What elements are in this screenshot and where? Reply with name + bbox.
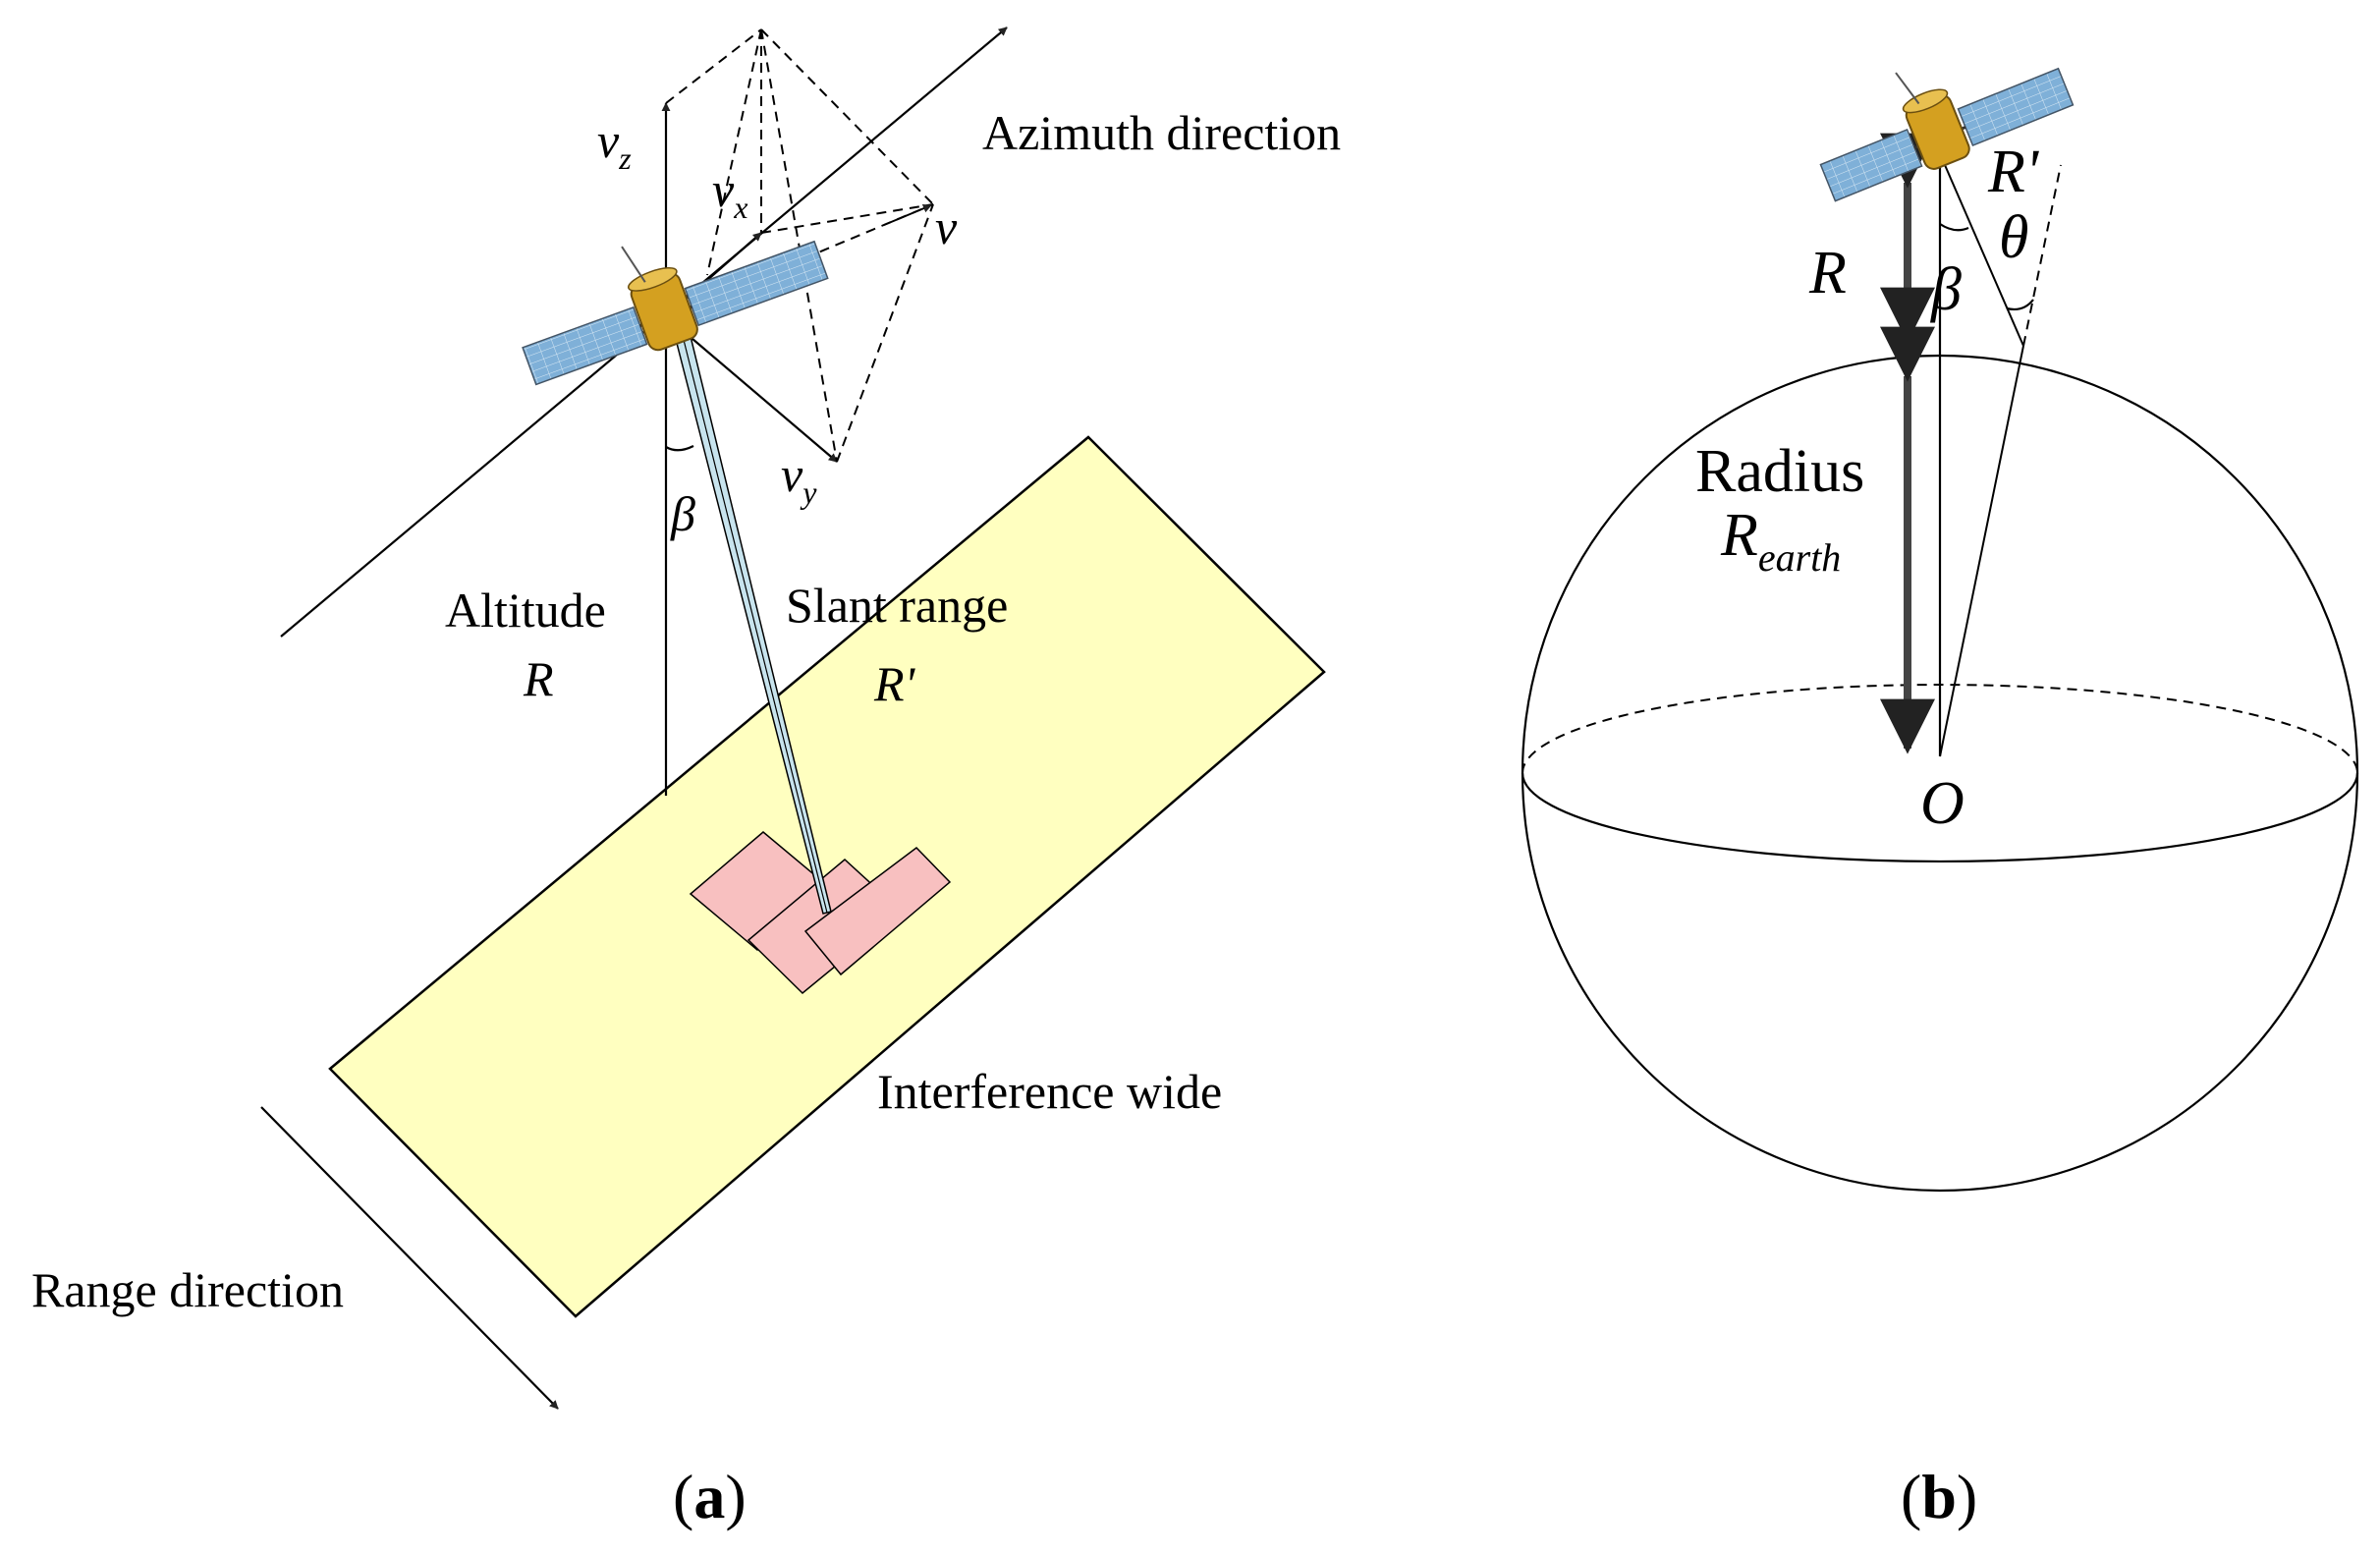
- beta-label-b: β: [1930, 256, 1962, 323]
- beam-footprints: [689, 831, 952, 995]
- swath-label: Interference wide: [877, 1064, 1222, 1119]
- theta-reference-line: [2022, 164, 2062, 347]
- panel-a: Azimuth direction Range direction Altitu…: [31, 27, 1341, 1531]
- vz-label: vz: [597, 113, 632, 176]
- altitude-symbol-b: R: [1808, 240, 1847, 306]
- vx-label: vx: [712, 162, 747, 225]
- radius-label: Radius: [1695, 438, 1864, 505]
- panel-b: R R' β θ Radius Rearth O (b): [1521, 67, 2359, 1531]
- vy-label: vy: [781, 447, 817, 510]
- slant-range-symbol: R': [873, 656, 916, 711]
- altitude-symbol: R: [523, 651, 554, 706]
- beta-angle-arc-a: [665, 445, 694, 452]
- range-direction-label: Range direction: [31, 1262, 344, 1317]
- vy-arrow: [665, 315, 838, 463]
- caption-b: (b): [1901, 1462, 1977, 1531]
- slant-range-label: Slant range: [786, 578, 1008, 633]
- v-label: v: [935, 199, 958, 254]
- earth-radius-symbol: Rearth: [1720, 502, 1841, 580]
- v-arrow: [883, 203, 932, 226]
- satellite-b-icon: [1819, 67, 2075, 202]
- slant-range-symbol-b: R': [1987, 139, 2040, 205]
- theta-label: θ: [1999, 204, 2028, 271]
- slant-to-center-line: [1939, 345, 2024, 757]
- azimuth-direction-label: Azimuth direction: [982, 105, 1341, 160]
- velocity-construction-lines: [665, 28, 934, 463]
- center-label: O: [1920, 770, 1965, 837]
- altitude-label: Altitude: [445, 583, 606, 638]
- equator-front: [1521, 772, 2359, 863]
- range-direction-arrow: [260, 1106, 559, 1410]
- caption-a: (a): [673, 1462, 747, 1531]
- beta-angle-arc-b: [1939, 223, 1969, 232]
- theta-angle-arc: [2006, 299, 2034, 311]
- beta-label-a: β: [670, 486, 695, 541]
- satellite-a-icon: [522, 240, 829, 386]
- slant-range-line-b: [1944, 164, 2024, 347]
